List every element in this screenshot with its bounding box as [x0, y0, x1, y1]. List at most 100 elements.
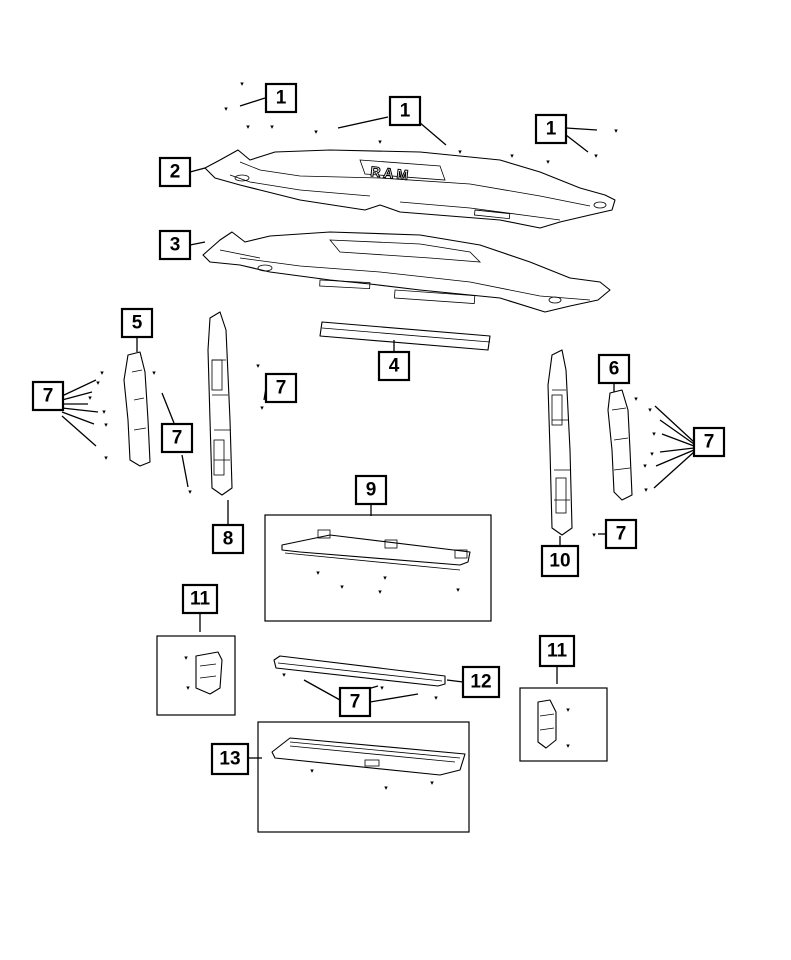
leader-lines	[61, 97, 695, 759]
callout-label: 1	[546, 119, 557, 140]
callout-7-f: 7	[338, 686, 372, 718]
svg-text:▾: ▾	[282, 672, 286, 679]
callout-12: 12	[461, 665, 501, 699]
svg-text:▾: ▾	[456, 587, 460, 594]
callout-11-a: 11	[181, 583, 219, 615]
callout-6: 6	[597, 353, 631, 385]
svg-text:▾: ▾	[566, 707, 570, 714]
svg-text:▾: ▾	[378, 139, 382, 146]
svg-text:▾: ▾	[650, 451, 654, 458]
svg-text:▾: ▾	[314, 129, 318, 136]
part-6-right-bracket	[607, 389, 633, 501]
callout-label: 5	[132, 313, 143, 334]
callout-label: 6	[609, 359, 620, 380]
callout-8: 8	[211, 523, 245, 555]
svg-text:▾: ▾	[152, 370, 156, 377]
svg-text:▾: ▾	[634, 396, 638, 403]
fasteners-side: ▾ ▾ ▾ ▾ ▾ ▾ ▾ ▾ ▾ ▾ ▾ ▾ ▾ ▾ ▾ ▾ ▾ ▾ ▾ ▾	[88, 363, 656, 702]
svg-text:▾: ▾	[510, 153, 514, 160]
svg-text:▾: ▾	[256, 363, 260, 370]
part-9-assembly-frame: ▾ ▾ ▾ ▾ ▾	[264, 514, 492, 622]
callout-1-b: 1	[388, 95, 422, 127]
callout-label: 8	[223, 529, 234, 550]
svg-text:▾: ▾	[430, 780, 434, 787]
callout-7-b: 7	[264, 372, 298, 404]
callout-label: 3	[170, 235, 181, 256]
svg-text:▾: ▾	[340, 584, 344, 591]
svg-text:▾: ▾	[644, 487, 648, 494]
callout-label: 11	[547, 641, 568, 662]
callout-7-e: 7	[604, 518, 638, 550]
callout-label: 7	[172, 428, 183, 449]
fasteners-upper: ▾ ▾ ▾ ▾ ▾ ▾ ▾ ▾ ▾ ▾ ▾	[224, 81, 618, 166]
callout-7-c: 7	[160, 422, 194, 454]
svg-text:▾: ▾	[648, 407, 652, 414]
callout-label: 11	[190, 589, 211, 610]
svg-text:▾: ▾	[246, 124, 250, 131]
svg-text:▾: ▾	[614, 128, 618, 135]
svg-text:▾: ▾	[592, 532, 596, 539]
callout-10: 10	[540, 544, 580, 578]
part-11-left-frame: ▾ ▾	[156, 635, 236, 716]
callout-label: 2	[170, 162, 181, 183]
callout-label: 10	[549, 551, 570, 572]
svg-text:▾: ▾	[104, 455, 108, 462]
svg-text:▾: ▾	[566, 743, 570, 750]
svg-text:▾: ▾	[100, 370, 104, 377]
svg-text:▾: ▾	[102, 409, 106, 416]
svg-text:▾: ▾	[383, 575, 387, 582]
svg-text:▾: ▾	[310, 768, 314, 775]
svg-text:▾: ▾	[104, 422, 108, 429]
callout-7-a: 7	[31, 380, 65, 412]
svg-text:▾: ▾	[594, 153, 598, 160]
callout-label: 4	[389, 356, 400, 377]
part-2-upper-cover: RAM	[204, 149, 616, 229]
callout-1-a: 1	[264, 82, 298, 114]
svg-text:▾: ▾	[458, 149, 462, 156]
callout-3: 3	[158, 229, 192, 261]
svg-text:▾: ▾	[384, 785, 388, 792]
callout-label: 1	[400, 101, 411, 122]
callout-label: 13	[219, 749, 240, 770]
part-5-left-bracket	[123, 351, 151, 467]
callout-4: 4	[377, 350, 411, 382]
svg-text:▾: ▾	[260, 405, 264, 412]
svg-text:▾: ▾	[188, 489, 192, 496]
svg-text:▾: ▾	[88, 395, 92, 402]
callout-label: 12	[470, 672, 491, 693]
svg-text:▾: ▾	[546, 159, 550, 166]
part-12-strip	[273, 655, 446, 687]
svg-text:▾: ▾	[434, 695, 438, 702]
ram-badge-text: RAM	[370, 163, 412, 183]
callout-label: 7	[43, 386, 54, 407]
svg-text:▾: ▾	[240, 81, 244, 88]
svg-text:▾: ▾	[186, 685, 190, 692]
part-4-seal	[319, 321, 491, 351]
callout-7-d: 7	[692, 426, 726, 458]
svg-text:▾: ▾	[316, 570, 320, 577]
svg-text:▾: ▾	[184, 655, 188, 662]
callout-label: 7	[704, 432, 715, 453]
part-10-right-air-guide	[547, 349, 573, 536]
svg-text:▾: ▾	[643, 463, 647, 470]
svg-text:▾: ▾	[378, 589, 382, 596]
callout-label: 7	[616, 524, 627, 545]
svg-text:▾: ▾	[652, 431, 656, 438]
part-3-lower-cover	[202, 231, 611, 313]
callout-label: 7	[276, 378, 287, 399]
callout-11-b: 11	[538, 634, 576, 668]
svg-text:▾: ▾	[96, 380, 100, 387]
part-8-left-air-guide	[207, 311, 233, 496]
callout-1-c: 1	[534, 113, 568, 145]
callout-9: 9	[354, 474, 388, 506]
callout-2: 2	[158, 156, 192, 188]
part-11-right-frame: ▾ ▾	[519, 687, 608, 762]
svg-text:▾: ▾	[224, 106, 228, 113]
part-13-assembly-frame: ▾ ▾ ▾	[257, 721, 470, 833]
callout-label: 9	[366, 480, 377, 501]
svg-text:▾: ▾	[270, 124, 274, 131]
callout-label: 1	[276, 88, 287, 109]
svg-text:▾: ▾	[380, 685, 384, 692]
callout-5: 5	[120, 307, 154, 339]
